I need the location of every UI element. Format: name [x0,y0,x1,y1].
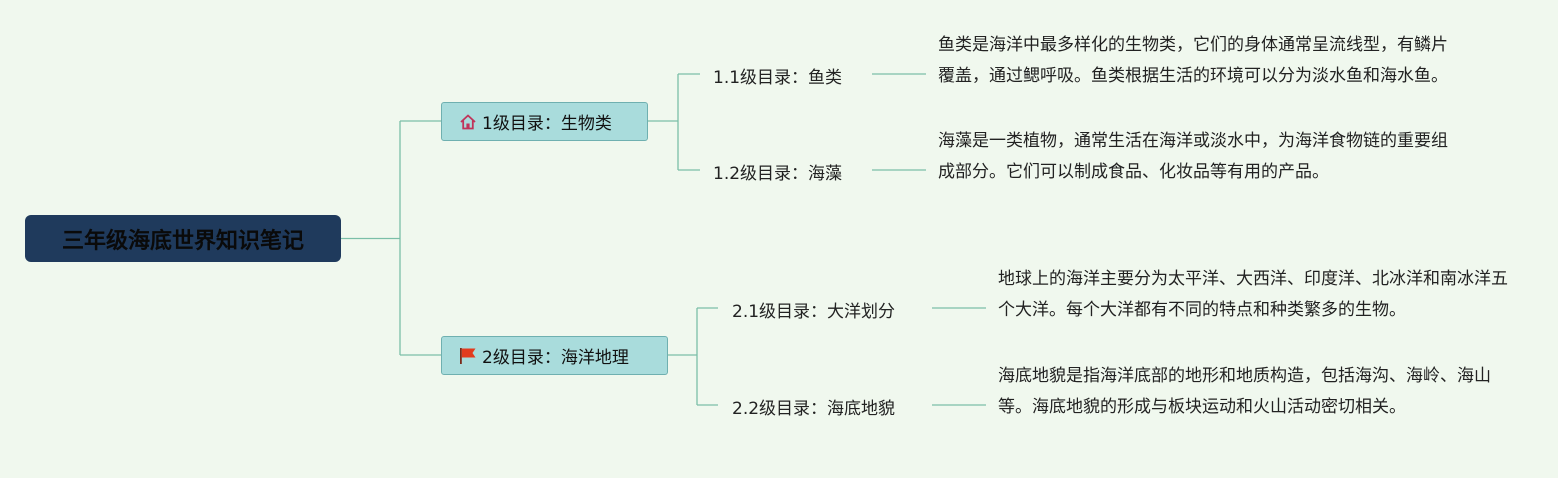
connector-branch-1 [648,73,700,171]
branch-label-2: 2级目录：海洋地理 [482,348,629,368]
subtopic-1-1[interactable]: 1.1级目录：鱼类 [713,63,842,88]
connector-branch-2 [668,307,718,406]
connector-root [341,120,441,356]
subtopic-label-1-2: 1.2级目录：海藻 [713,164,843,184]
branch-topic-1[interactable]: 1级目录：生物类 [441,102,648,141]
subtopic-1-2[interactable]: 1.2级目录：海藻 [713,159,842,184]
branch-label-1: 1级目录：生物类 [482,114,612,134]
description-1-2: 海藻是一类植物，通常生活在海洋或淡水中，为海洋食物链的重要组成部分。它们可以制成… [938,131,1448,182]
root-topic[interactable]: 三年级海底世界知识笔记 [25,215,341,262]
subtopic-label-2-1: 2.1级目录：大洋划分 [732,302,896,322]
subtopic-label-2-2: 2.2级目录：海底地貌 [732,399,896,419]
description-2-2: 海底地貌是指海洋底部的地形和地质构造，包括海沟、海岭、海山等。海底地貌的形成与板… [998,366,1491,417]
subtopic-2-1[interactable]: 2.1级目录：大洋划分 [732,297,895,322]
home-icon [458,112,478,132]
red-flag-icon [458,346,478,366]
subtopic-label-1-1: 1.1级目录：鱼类 [713,68,843,88]
description-1-1: 鱼类是海洋中最多样化的生物类，它们的身体通常呈流线型，有鳞片覆盖，通过鳃呼吸。鱼… [938,35,1448,86]
branch-topic-2[interactable]: 2级目录：海洋地理 [441,336,668,375]
root-title: 三年级海底世界知识笔记 [61,228,304,254]
subtopic-2-2[interactable]: 2.2级目录：海底地貌 [732,394,895,419]
description-2-1: 地球上的海洋主要分为太平洋、大西洋、印度洋、北冰洋和南冰洋五个大洋。每个大洋都有… [998,269,1508,320]
